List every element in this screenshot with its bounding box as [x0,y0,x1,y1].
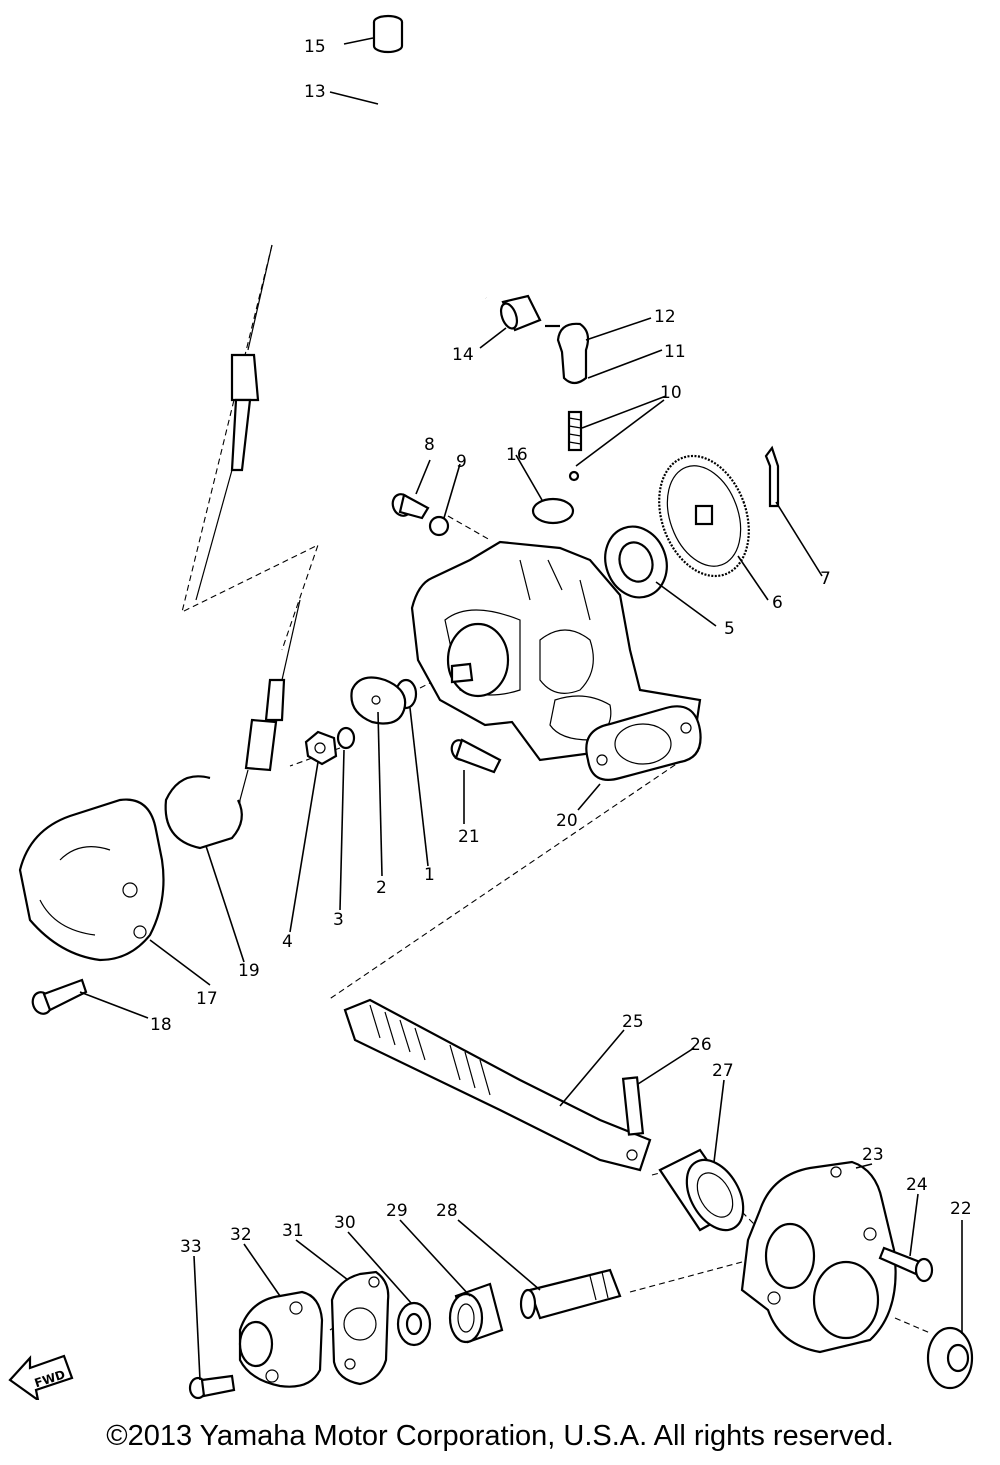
callout-15: 15 [304,37,326,57]
part-7-cotter-pin [764,445,780,508]
part-31-gasket [330,1270,390,1386]
callout-25: 25 [622,1012,644,1032]
pump-body [410,540,702,762]
part-21-bolt [450,738,502,774]
part-6-drive-gear [658,454,750,578]
callout-labels: 15 13 14 12 11 10 8 9 16 5 6 7 20 21 1 2… [150,37,972,1257]
part-4-nut [304,730,338,766]
part-13-delivery-pipe [374,62,490,303]
callout-4: 4 [282,932,293,952]
part-5-bearing [604,525,668,599]
callout-12: 12 [654,307,676,327]
part-30-bearing [396,1301,432,1347]
callout-32: 32 [230,1225,252,1245]
part-16-o-ring [531,497,575,525]
callout-9: 9 [456,452,467,472]
callout-14: 14 [452,345,474,365]
part-8-screw [391,493,430,520]
callout-2: 2 [376,878,387,898]
copyright-notice: ©2013 Yamaha Motor Corporation, U.S.A. A… [106,1420,894,1452]
callout-29: 29 [386,1201,408,1221]
part-26-pin [621,1076,645,1136]
part-17-pump-cover [18,798,165,962]
part-28-shaft [519,1268,622,1320]
pump-cable-lower [237,599,301,831]
callout-22: 22 [950,1199,972,1219]
callout-30: 30 [334,1213,356,1233]
callout-11: 11 [664,342,686,362]
part-12-union-bolt [545,322,590,385]
callout-21: 21 [458,827,480,847]
part-25-pump-drive-shaft [343,998,652,1172]
callout-28: 28 [436,1201,458,1221]
callout-8: 8 [424,435,435,455]
part-22-oil-seal [926,1326,974,1390]
callout-24: 24 [906,1175,928,1195]
callout-5: 5 [724,619,735,639]
fwd-arrow-icon: FWD [8,1354,74,1400]
part-10-check-ball [568,470,580,482]
part-9-washer [428,515,450,537]
callout-18: 18 [150,1015,172,1035]
callout-26: 26 [690,1035,712,1055]
callout-13: 13 [304,82,326,102]
part-27-collar [658,1148,745,1232]
callout-16: 16 [506,445,528,465]
part-24-bolt [878,1246,934,1283]
part-29-bushing [448,1282,504,1344]
part-20-gasket [585,705,702,781]
part-23-gear-housing [740,1160,897,1354]
callout-33: 33 [180,1237,202,1257]
part-2-adjusting-plate [350,676,407,725]
exploded-parts-diagram: FWD 15 [8,14,974,1400]
callout-10: 10 [660,383,682,403]
callout-23: 23 [862,1145,884,1165]
part-14-sleeve [499,294,542,332]
leader-lines [79,37,963,1381]
part-15-cap [372,14,404,54]
callout-17: 17 [196,989,218,1009]
callout-1: 1 [424,865,435,885]
part-3-washer [336,726,356,750]
callout-27: 27 [712,1061,734,1081]
pump-cable-upper [195,244,273,601]
callout-6: 6 [772,593,783,613]
part-18-screw [31,978,88,1015]
callout-31: 31 [282,1221,304,1241]
callout-3: 3 [333,910,344,930]
part-33-screw [188,1374,236,1400]
part-19-clip [164,775,243,850]
part-32-cap [238,1290,324,1388]
callout-20: 20 [556,811,578,831]
callout-19: 19 [238,961,260,981]
callout-7: 7 [820,569,831,589]
part-11-spring [567,410,583,452]
